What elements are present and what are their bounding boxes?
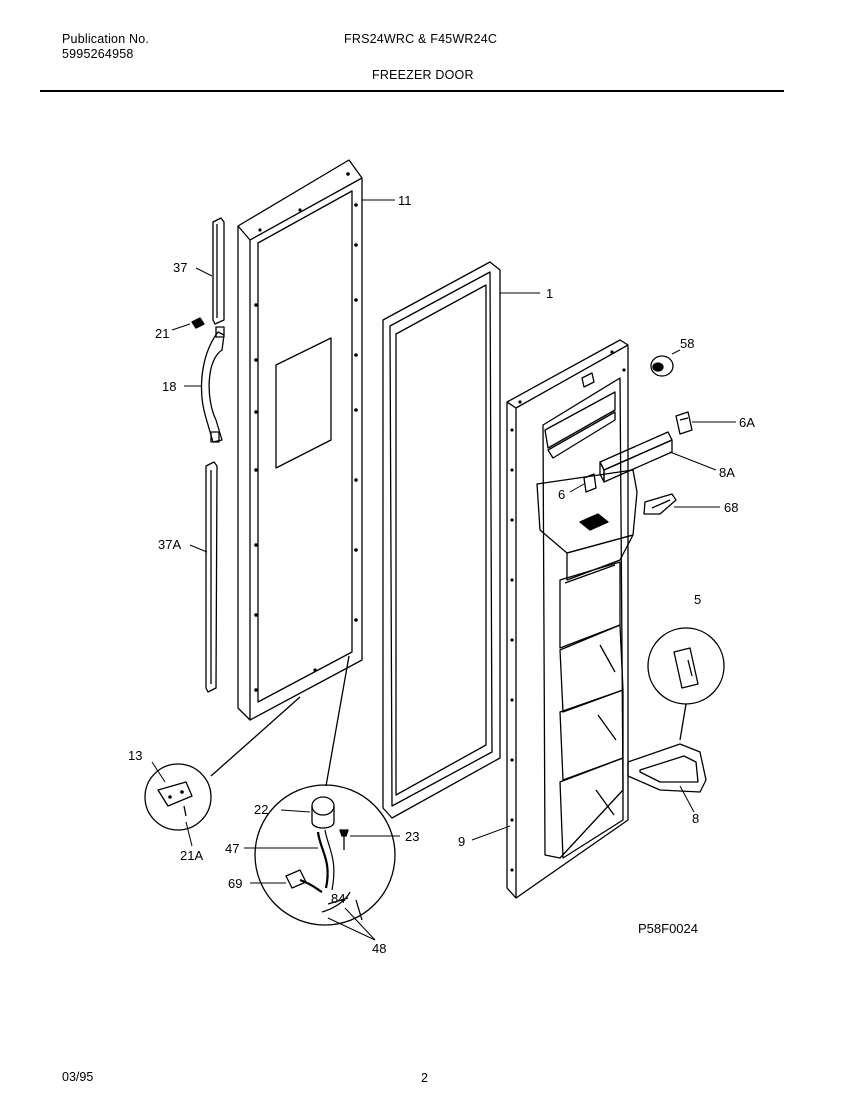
- part-label-18: 18: [162, 379, 176, 394]
- clip-6: [583, 473, 597, 493]
- paddle-68: [643, 493, 677, 515]
- part-label-48: 48: [372, 941, 386, 956]
- part-label-1: 1: [546, 286, 553, 301]
- diagram-code: P58F0024: [638, 921, 698, 936]
- plug-58: [650, 355, 674, 377]
- screw-21: [191, 317, 205, 329]
- publication-label: Publication No.: [62, 32, 150, 46]
- part-label-47: 47: [225, 841, 239, 856]
- part-label-37: 37: [173, 260, 187, 275]
- part-label-68: 68: [724, 500, 738, 515]
- trim-strip-37: [212, 217, 225, 325]
- part-label-8a: 8A: [719, 465, 735, 480]
- handle-18: [200, 326, 225, 443]
- detail-circle-5: [647, 627, 725, 741]
- part-label-8: 8: [692, 811, 699, 826]
- door-liner-9: [506, 339, 638, 899]
- part-label-37a: 37A: [158, 537, 181, 552]
- door-gasket-1: [382, 261, 501, 819]
- header-rule: [40, 90, 784, 92]
- model-number: FRS24WRC & F45WR24C: [344, 32, 498, 46]
- part-label-13: 13: [128, 748, 142, 763]
- page-number: 2: [421, 1071, 428, 1085]
- part-label-84: 84: [331, 891, 345, 906]
- part-label-6a: 6A: [739, 415, 755, 430]
- part-label-69: 69: [228, 876, 242, 891]
- part-label-21: 21: [155, 326, 169, 341]
- footer-date: 03/95: [62, 1070, 94, 1084]
- part-label-22: 22: [254, 802, 268, 817]
- trim-strip-37a: [205, 461, 218, 693]
- bar-8a: [599, 431, 673, 483]
- part-label-58: 58: [680, 336, 694, 351]
- bracket-8: [627, 743, 707, 793]
- part-label-11: 11: [398, 193, 412, 208]
- door-panel-11: [237, 159, 363, 721]
- detail-circle-22: [254, 655, 396, 926]
- publication-number: 5995264958: [62, 47, 134, 61]
- leader-lines: [151, 199, 736, 941]
- part-label-6: 6: [558, 487, 565, 502]
- clip-6a: [675, 411, 693, 435]
- part-label-9: 9: [458, 834, 465, 849]
- part-label-21a: 21A: [180, 848, 203, 863]
- part-label-23: 23: [405, 829, 419, 844]
- detail-circle-13: [144, 696, 301, 831]
- part-label-5: 5: [694, 592, 701, 607]
- section-title: FREEZER DOOR: [372, 68, 474, 82]
